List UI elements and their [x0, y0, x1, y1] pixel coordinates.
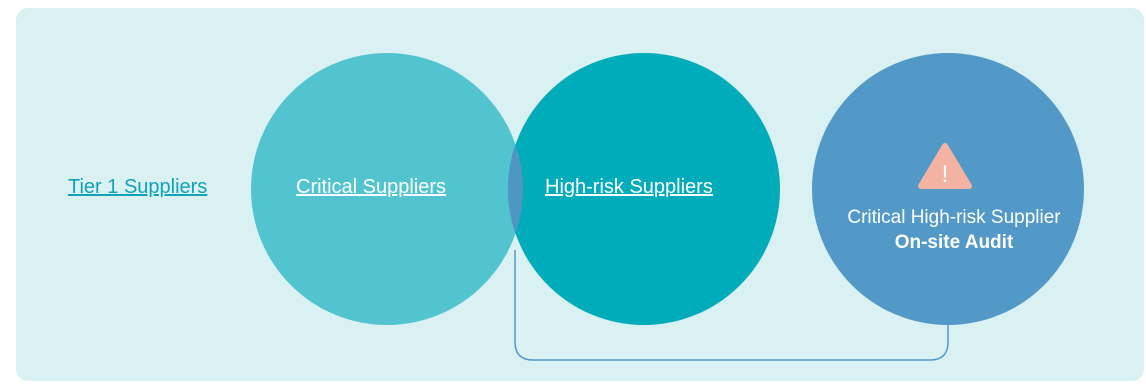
connector-line — [514, 250, 949, 361]
audit-label: Critical High-risk Supplier On-site Audi… — [808, 206, 1100, 256]
tier1-suppliers-link[interactable]: Tier 1 Suppliers — [68, 176, 208, 198]
high-risk-suppliers-link[interactable]: High-risk Suppliers — [545, 176, 713, 198]
warning-glyph: ! — [942, 161, 949, 188]
critical-suppliers-circle — [251, 53, 523, 325]
critical-suppliers-link[interactable]: Critical Suppliers — [296, 176, 447, 198]
audit-label-line2: On-site Audit — [894, 232, 1014, 253]
audit-label-line1: Critical High-risk Supplier — [847, 207, 1061, 228]
high-risk-suppliers-circle — [508, 53, 780, 325]
warning-icon: ! — [918, 143, 972, 189]
